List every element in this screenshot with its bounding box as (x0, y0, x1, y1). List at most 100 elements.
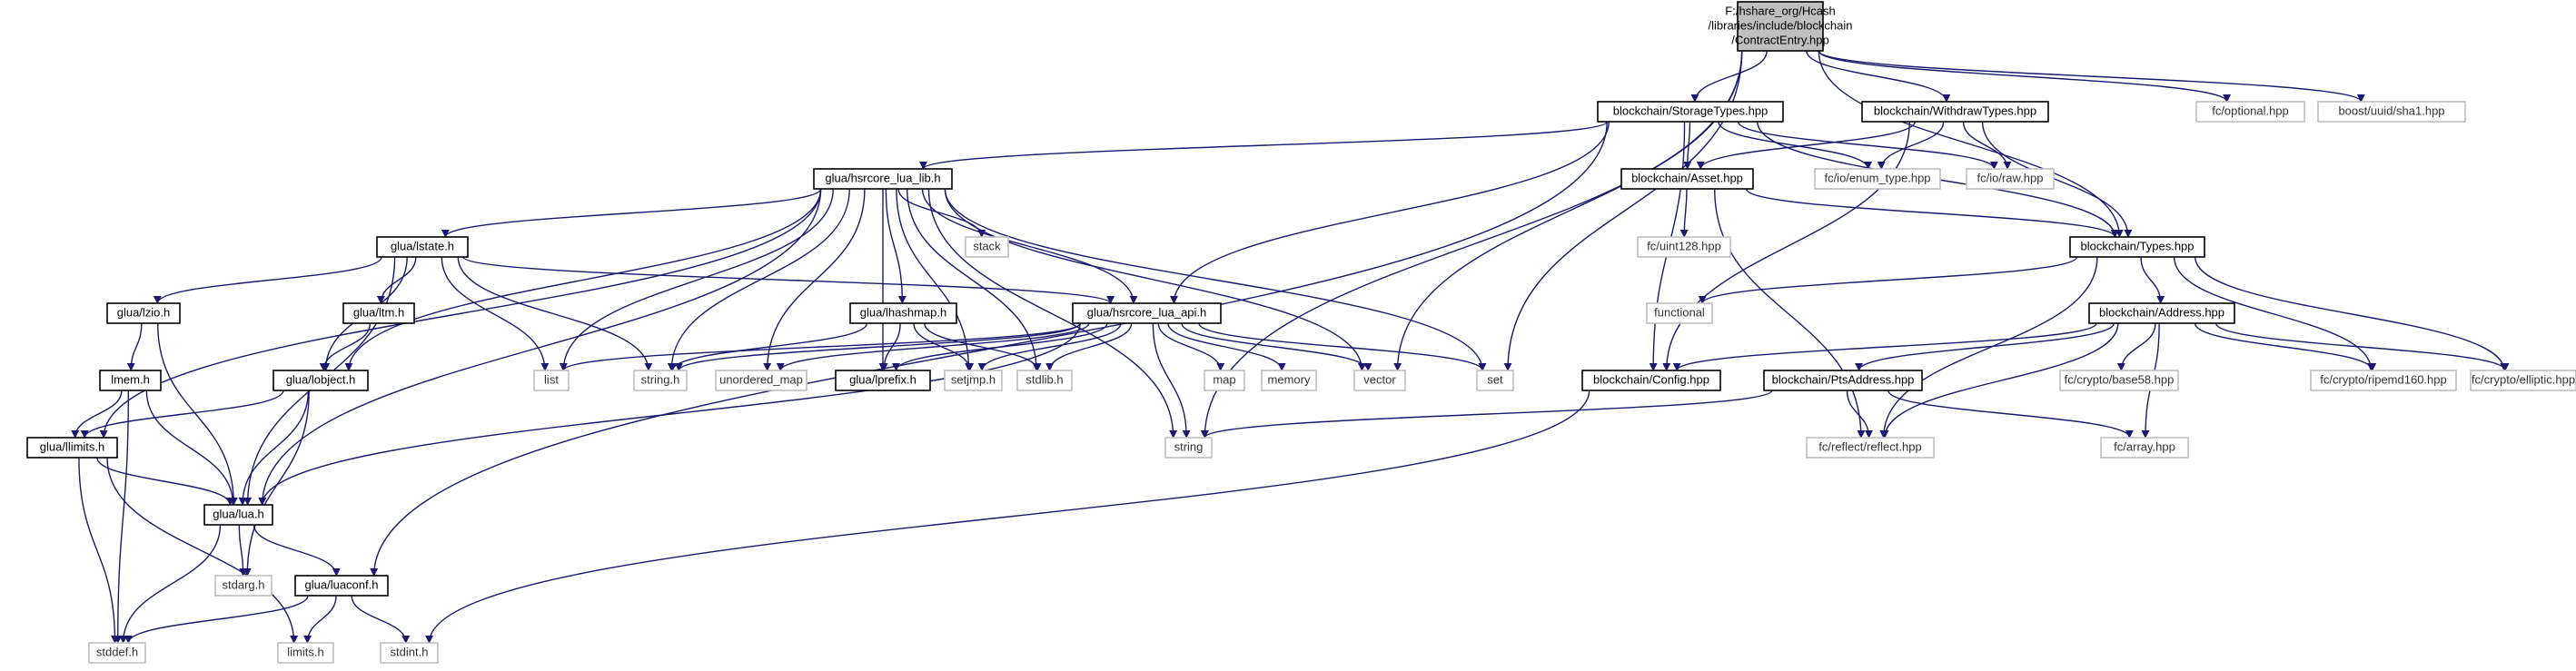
node-uint128: fc/uint128.hpp (1637, 236, 1731, 258)
node-withdrawtypes[interactable]: blockchain/WithdrawTypes.hpp (1861, 101, 2049, 123)
edge-hsrcoreapi-to-vector (1181, 322, 1372, 371)
edge-lmem-to-stddef (114, 390, 130, 644)
edge-lstate-to-ltm (376, 256, 417, 304)
node-box (849, 302, 957, 324)
node-lstate[interactable]: glua/lstate.h (376, 236, 469, 258)
node-label: glua/lua.h (213, 507, 263, 520)
edge-hsrcorelib-to-unorderedmap (763, 188, 866, 371)
node-box (2195, 101, 2305, 123)
node-box (2100, 437, 2189, 459)
node-label: glua/lprefix.h (849, 372, 916, 386)
node-label: blockchain/WithdrawTypes.hpp (1874, 104, 2036, 117)
edge-hsrcorelib-to-list (559, 188, 834, 371)
edge-withdrawtypes-to-asset (1696, 121, 1916, 170)
node-vector: vector (1353, 370, 1406, 391)
node-address[interactable]: blockchain/Address.hpp (2088, 302, 2235, 324)
node-box (2317, 101, 2466, 123)
node-setjmp: setjmp.h (944, 370, 1003, 391)
node-box (1204, 370, 1245, 391)
node-box (1016, 370, 1073, 391)
node-label: map (1213, 372, 1235, 386)
edge-address-to-ripemd160 (2194, 322, 2377, 371)
edge-lmem-to-lua (145, 390, 238, 506)
node-ltm[interactable]: glua/ltm.h (342, 302, 415, 324)
node-luaconf[interactable]: glua/luaconf.h (294, 575, 389, 597)
edge-address-to-base58 (2116, 322, 2156, 371)
edge-root-to-string (1200, 50, 1743, 439)
edge-types-to-elliptic (2195, 256, 2509, 371)
node-root[interactable]: F:/hshare_org/Hcash/libraries/include/bl… (1709, 1, 1853, 52)
node-boostsha1: boost/uuid/sha1.hpp (2317, 101, 2466, 123)
node-label: glua/hsrcore_lua_lib.h (825, 171, 940, 184)
node-label: F:/hshare_org/Hcash (1725, 4, 1835, 17)
edge-lstate-to-list (441, 256, 550, 371)
node-lzio[interactable]: glua/lzio.h (106, 302, 181, 324)
node-label: blockchain/PtsAddress.hpp (1772, 372, 1915, 386)
node-box (376, 236, 469, 258)
node-set: set (1476, 370, 1514, 391)
node-box (2310, 370, 2457, 391)
node-types[interactable]: blockchain/Types.hpp (2069, 236, 2205, 258)
node-storagetypes[interactable]: blockchain/StorageTypes.hpp (1597, 101, 1784, 123)
edge-llimits-to-limits (106, 457, 299, 644)
edge-storagetypes-to-hsrcoreapi (1169, 121, 1610, 304)
edge-llimits-to-lua (96, 457, 234, 506)
edge-lhashmap-to-lprefix (879, 322, 901, 371)
node-llimits[interactable]: glua/llimits.h (26, 437, 118, 459)
edge-lstate-to-lzio (153, 256, 382, 304)
node-box (1637, 236, 1731, 258)
node-box (2470, 370, 2576, 391)
node-label: fc/optional.hpp (2212, 104, 2289, 117)
node-label: /libraries/include/blockchain (1709, 18, 1853, 32)
node-label: set (1487, 372, 1503, 386)
node-limits: limits.h (277, 642, 334, 664)
edge-hsrcorelib-to-set (944, 188, 1487, 371)
edge-lhashmap-to-stdlib (924, 322, 1042, 371)
node-asset[interactable]: blockchain/Asset.hpp (1620, 168, 1754, 190)
node-label: limits.h (287, 645, 323, 658)
edge-hsrcoreapi-to-string (1152, 322, 1191, 439)
edge-storagetypes-to-hsrcorelib (919, 121, 1608, 170)
node-label: stddef.h (96, 645, 138, 658)
edge-hsrcoreapi-to-lua (258, 322, 1081, 506)
node-lobject[interactable]: glua/lobject.h (272, 370, 369, 391)
node-box (106, 302, 181, 324)
edge-hsrcoreapi-to-set (1198, 322, 1487, 371)
node-label: glua/lzio.h (117, 305, 171, 319)
node-label: fc/io/enum_type.hpp (1824, 171, 1930, 184)
node-label: blockchain/StorageTypes.hpp (1613, 104, 1769, 117)
node-lua[interactable]: glua/lua.h (203, 504, 273, 526)
edge-asset-to-uint128 (1679, 188, 1689, 238)
node-box (2069, 236, 2205, 258)
node-label: glua/lobject.h (286, 372, 356, 386)
edge-hsrcorelib-to-lua (258, 188, 822, 506)
edge-hsrcorelib-to-vector (944, 188, 1366, 371)
node-label: glua/luaconf.h (305, 577, 379, 591)
node-label: lmem.h (111, 372, 150, 386)
node-label: memory (1268, 372, 1311, 386)
node-box (1581, 370, 1721, 391)
edge-hsrcoreapi-to-setjmp (977, 322, 1122, 371)
node-stdarg: stdarg.h (214, 575, 272, 597)
edge-lua-to-stddef (119, 524, 222, 644)
node-hsrcorelib[interactable]: glua/hsrcore_lua_lib.h (813, 168, 953, 190)
node-lprefix[interactable]: glua/lprefix.h (835, 370, 931, 391)
node-label: string.h (641, 372, 680, 386)
node-lmem[interactable]: lmem.h (99, 370, 162, 391)
node-lhashmap[interactable]: glua/lhashmap.h (849, 302, 957, 324)
node-box (944, 370, 1003, 391)
edge-hsrcoreapi-to-unorderedmap (776, 322, 1090, 371)
node-box (1763, 370, 1923, 391)
node-stdint: stdint.h (380, 642, 439, 664)
node-config[interactable]: blockchain/Config.hpp (1581, 370, 1721, 391)
edge-asset-to-types (1746, 188, 2119, 238)
edge-root-to-storagetypes (1690, 50, 1768, 103)
edge-root-to-boostsha1 (1818, 50, 2365, 103)
node-ptsaddress[interactable]: blockchain/PtsAddress.hpp (1763, 370, 1923, 391)
edge-ltm-to-lobject (319, 322, 372, 371)
node-hsrcoreapi[interactable]: glua/hsrcore_lua_api.h (1072, 302, 1222, 324)
edge-luaconf-to-stddef (124, 595, 309, 644)
node-label: glua/lhashmap.h (860, 305, 946, 319)
node-box (965, 236, 1009, 258)
